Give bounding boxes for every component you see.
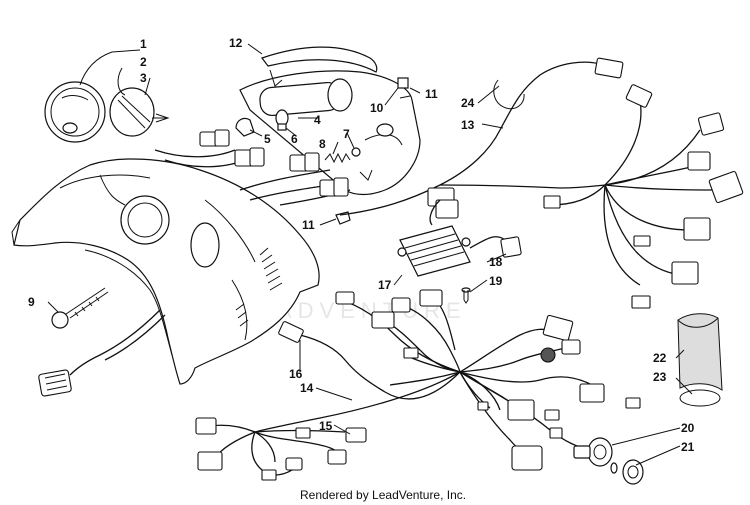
ring-clip-24 [493,79,525,110]
callout-13: 13 [461,118,475,132]
grommet-7 [351,147,361,157]
callout-12: 12 [229,36,243,50]
screw-19 [461,287,471,304]
clamp-23 [679,389,721,407]
callout-4: 4 [314,113,321,127]
callout-23: 23 [653,370,667,384]
callout-21: 21 [681,440,695,454]
voltage-regulator [397,225,522,277]
callout-15: 15 [319,419,333,433]
lower-harness [195,289,644,485]
callout-17: 17 [378,278,392,292]
callout-labels: 1 2 3 4 5 6 7 8 9 10 11 11 12 13 14 15 1… [28,36,695,454]
callout-18: 18 [489,255,503,269]
callout-22: 22 [653,351,667,365]
callout-7: 7 [343,127,350,141]
callout-11-upper: 11 [425,87,438,101]
callout-16: 16 [289,367,303,381]
hood-assembly [11,158,320,385]
callout-20: 20 [681,421,695,435]
callout-9: 9 [28,295,35,309]
callout-2: 2 [140,55,147,69]
callout-14: 14 [300,381,314,395]
leader-lines [47,43,693,466]
trim-strip [261,46,378,73]
callout-3: 3 [140,71,147,85]
main-harness [339,57,744,309]
protective-sleeve-22 [677,313,723,391]
clip-11-lower [335,211,351,225]
bulb-socket-5 [235,117,255,137]
dash-panel [239,69,421,196]
spring-8 [324,152,351,164]
callout-10: 10 [370,101,384,115]
callout-19: 19 [489,274,503,288]
callout-24: 24 [461,96,475,110]
bulb-6 [275,109,289,131]
headlight-bulb-holder [109,87,170,137]
headlight-harness [154,129,351,206]
callout-1: 1 [140,37,147,51]
bolt-9 [51,287,109,329]
callout-11-lower: 11 [302,218,315,232]
callout-5: 5 [264,132,271,146]
left-sub-harness [38,309,166,397]
callout-8: 8 [319,137,326,151]
headlight-lens [44,81,106,143]
footer-credit: Rendered by LeadVenture, Inc. [300,488,466,502]
callout-6: 6 [291,132,298,146]
